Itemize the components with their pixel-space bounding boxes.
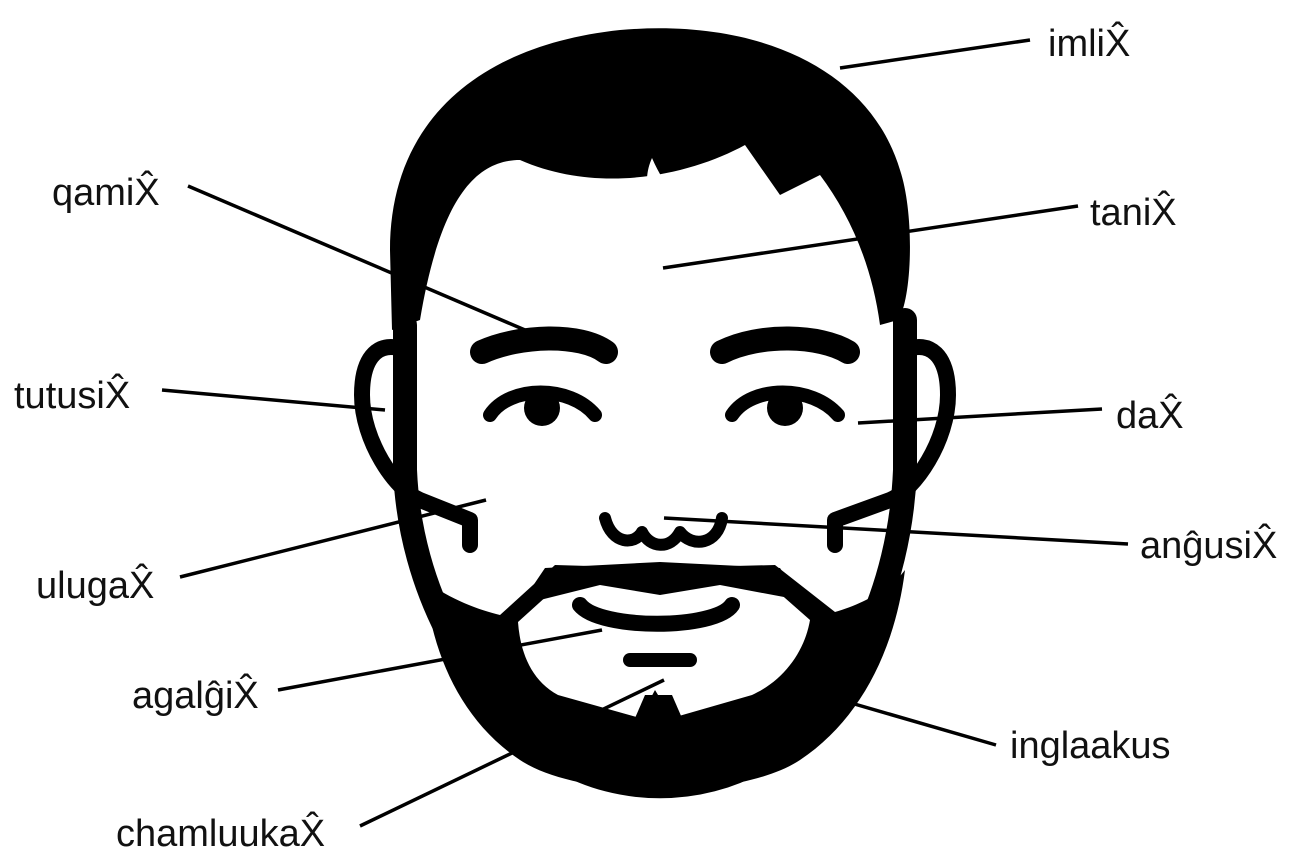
label-ulugax: ulugaX̂ bbox=[36, 563, 154, 607]
leader-imlix bbox=[840, 40, 1030, 68]
label-tutusix: tutusiX̂ bbox=[14, 373, 130, 417]
beard bbox=[425, 565, 905, 790]
right-eyebrow bbox=[722, 338, 848, 352]
left-eye-pupil bbox=[524, 390, 560, 426]
chin-tuft bbox=[632, 695, 685, 725]
label-angusix: anĝusiX̂ bbox=[1140, 523, 1277, 567]
right-eye-pupil bbox=[767, 390, 803, 426]
leader-qamix bbox=[188, 186, 525, 330]
leader-ulugax bbox=[180, 500, 486, 577]
mouth bbox=[580, 605, 732, 624]
label-tanix: taniX̂ bbox=[1090, 190, 1177, 234]
label-inglaakus: inglaakus bbox=[1010, 725, 1171, 767]
leader-inglaakus bbox=[820, 694, 996, 745]
left-eyebrow bbox=[482, 338, 606, 352]
label-qamix: qamiX̂ bbox=[52, 170, 160, 214]
label-dax: daX̂ bbox=[1116, 393, 1184, 437]
label-imlix: imliX̂ bbox=[1048, 21, 1130, 65]
label-chamluukax: chamluukaX̂ bbox=[116, 811, 325, 855]
leader-tutusix bbox=[162, 390, 385, 410]
label-agalgix: agalĝiX̂ bbox=[132, 673, 259, 717]
mustache bbox=[520, 562, 800, 605]
